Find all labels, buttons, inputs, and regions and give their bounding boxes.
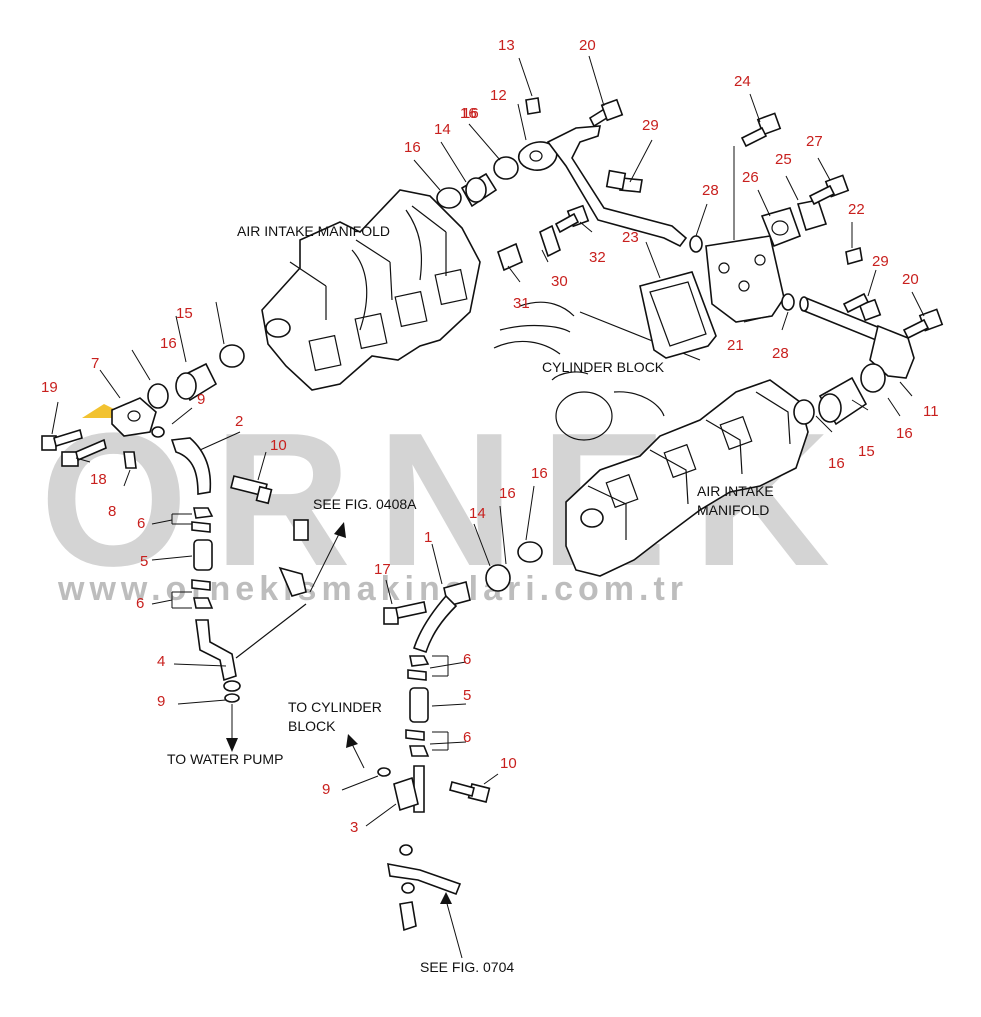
callout-16: 16 xyxy=(499,485,516,502)
callout-23: 23 xyxy=(622,229,639,246)
housing-21 xyxy=(705,235,785,323)
callout-15: 15 xyxy=(858,443,875,460)
callout-6: 6 xyxy=(136,595,144,612)
callout-14: 14 xyxy=(434,121,451,138)
callout-16: 16 xyxy=(462,105,479,122)
callout-3: 3 xyxy=(350,819,358,836)
plug-13 xyxy=(525,97,541,115)
callout-18: 18 xyxy=(90,471,107,488)
callout-8: 8 xyxy=(108,503,116,520)
callout-29: 29 xyxy=(642,117,659,134)
air-intake-manifold-left xyxy=(261,189,481,391)
callout-13: 13 xyxy=(498,37,515,54)
callout-6: 6 xyxy=(463,651,471,668)
air-intake-manifold-right xyxy=(565,379,809,577)
callout-6: 6 xyxy=(463,729,471,746)
callout-32: 32 xyxy=(589,249,606,266)
label-air-intake-manifold-left: AIR INTAKE MANIFOLD xyxy=(237,223,390,239)
left-pipe-assembly xyxy=(170,437,309,703)
callout-9: 9 xyxy=(197,391,205,408)
callout-19: 19 xyxy=(41,379,58,396)
diagram-labels: AIR INTAKE MANIFOLD CYLINDER BLOCK AIR I… xyxy=(167,223,774,975)
label-cylinder-block: CYLINDER BLOCK xyxy=(542,359,665,375)
callout-16: 16 xyxy=(460,105,477,122)
callout-28: 28 xyxy=(772,345,789,362)
callout-16: 16 xyxy=(896,425,913,442)
label-see-fig-0408a: SEE FIG. 0408A xyxy=(313,496,417,512)
upper-water-connection xyxy=(436,97,703,253)
tee-3 xyxy=(393,776,419,812)
callout-14: 14 xyxy=(469,505,486,522)
label-to-cylinder-block-2: BLOCK xyxy=(288,718,336,734)
label-air-intake-right-1: AIR INTAKE xyxy=(697,483,774,499)
elbow-7 xyxy=(111,397,157,437)
callout-16: 16 xyxy=(531,465,548,482)
callout-12: 12 xyxy=(490,87,507,104)
callout-4: 4 xyxy=(157,653,165,670)
callout-6: 6 xyxy=(137,515,145,532)
watermark-url: www.ornekismakinalari.com.tr xyxy=(57,570,688,608)
callout-28: 28 xyxy=(702,182,719,199)
callout-15: 15 xyxy=(176,305,193,322)
label-air-intake-right-2: MANIFOLD xyxy=(697,502,769,518)
callout-10: 10 xyxy=(500,755,517,772)
callout-27: 27 xyxy=(806,133,823,150)
callout-2: 2 xyxy=(235,413,243,430)
callout-20: 20 xyxy=(902,271,919,288)
callout-22: 22 xyxy=(848,201,865,218)
right-water-outlet xyxy=(793,292,944,426)
cylinder-block xyxy=(493,301,701,441)
label-to-water-pump: TO WATER PUMP xyxy=(167,751,283,767)
tube-1 xyxy=(412,594,458,654)
callout-25: 25 xyxy=(775,151,792,168)
callout-1: 1 xyxy=(424,529,432,546)
callout-11: 11 xyxy=(923,403,939,420)
callout-16: 16 xyxy=(160,335,177,352)
right-pipe-assembly xyxy=(377,541,543,932)
callout-5: 5 xyxy=(140,553,148,570)
callout-17: 17 xyxy=(374,561,391,578)
tube-2 xyxy=(170,437,212,495)
label-see-fig-0704: SEE FIG. 0704 xyxy=(420,959,514,975)
callout-29: 29 xyxy=(872,253,889,270)
leader-lines xyxy=(51,55,925,959)
callout-16: 16 xyxy=(404,139,421,156)
callout-9: 9 xyxy=(157,693,165,710)
gasket-16a xyxy=(436,187,462,209)
callout-9: 9 xyxy=(322,781,330,798)
callout-5: 5 xyxy=(463,687,471,704)
callout-31: 31 xyxy=(513,295,530,312)
callout-30: 30 xyxy=(551,273,568,290)
callout-16: 16 xyxy=(828,455,845,472)
label-to-cylinder-block-1: TO CYLINDER xyxy=(288,699,382,715)
thermostat-housing-group xyxy=(497,112,863,359)
callout-26: 26 xyxy=(742,169,759,186)
callout-20: 20 xyxy=(579,37,596,54)
callout-21: 21 xyxy=(727,337,744,354)
callout-7: 7 xyxy=(91,355,99,372)
left-water-outlet xyxy=(41,344,245,469)
gasket-26 xyxy=(760,207,802,248)
gasket-25 xyxy=(796,199,828,231)
tube-4 xyxy=(195,619,237,682)
callout-10: 10 xyxy=(270,437,287,454)
callout-24: 24 xyxy=(734,73,751,90)
